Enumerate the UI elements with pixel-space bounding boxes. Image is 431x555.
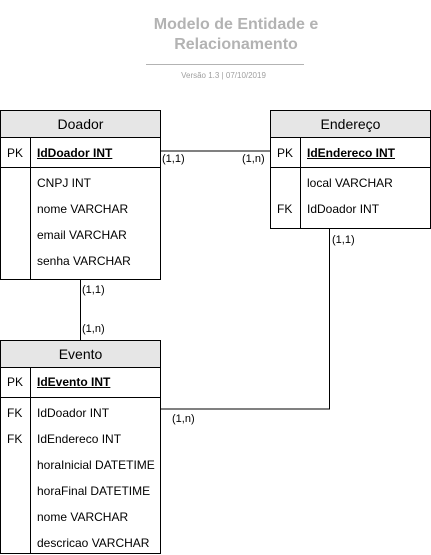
key-column — [1, 168, 31, 280]
pk-row: PK IdEvento INT — [1, 368, 160, 398]
attribute-list: FK IdDoador INT FK IdEndereco INT horaIn… — [1, 398, 160, 554]
attribute-field: horaFinal DATETIME — [37, 484, 151, 498]
fk-marker: FK — [7, 432, 23, 446]
pk-field: IdEvento INT — [37, 375, 111, 389]
attribute-field: descricao VARCHAR — [37, 536, 150, 550]
cardinality-label: (1,n) — [82, 323, 105, 335]
fk-marker: FK — [277, 202, 293, 216]
cardinality-label: (1,1) — [162, 153, 185, 165]
pk-field: IdDoador INT — [37, 146, 113, 160]
attribute-list: local VARCHAR FK IdDoador INT — [271, 168, 430, 229]
entity-doador[interactable]: Doador PK IdDoador INT CNPJ INT nome VAR… — [0, 110, 161, 280]
attribute-field: nome VARCHAR — [37, 202, 129, 216]
entity-header: Doador — [1, 111, 160, 138]
key-column — [271, 168, 301, 229]
attribute-field: horaInicial DATETIME — [37, 458, 155, 472]
pk-row: PK IdDoador INT — [1, 138, 160, 168]
attribute-list: CNPJ INT nome VARCHAR email VARCHAR senh… — [1, 168, 160, 280]
version-subtitle: Versão 1.3 | 07/10/2019 — [181, 71, 266, 80]
entity-header: Endereço — [271, 111, 430, 138]
pk-marker: PK — [7, 375, 24, 389]
fk-marker: FK — [7, 406, 23, 420]
attribute-field: email VARCHAR — [37, 228, 127, 242]
key-column — [1, 368, 31, 397]
attribute-field: nome VARCHAR — [37, 510, 129, 524]
cardinality-label: (1,1) — [82, 284, 105, 296]
pk-marker: PK — [277, 146, 294, 160]
title-divider — [146, 64, 304, 65]
attribute-field: IdDoador INT — [307, 202, 380, 216]
cardinality-label: (1,1) — [332, 234, 355, 246]
entity-evento[interactable]: Evento PK IdEvento INT FK IdDoador INT F… — [0, 340, 161, 554]
pk-marker: PK — [7, 146, 24, 160]
attribute-field: IdDoador INT — [37, 406, 110, 420]
diagram-title: Modelo de Entidade e Relacionamento — [153, 16, 319, 53]
attribute-field: IdEndereco INT — [37, 432, 122, 446]
key-column — [1, 398, 31, 554]
attribute-field: local VARCHAR — [307, 176, 393, 190]
cardinality-label: (1,n) — [242, 153, 265, 165]
key-column — [271, 138, 301, 167]
key-column — [1, 138, 31, 167]
pk-field: IdEndereco INT — [307, 146, 396, 160]
endereco-evento-line — [160, 229, 330, 410]
entity-header: Evento — [1, 341, 160, 368]
entity-endereco[interactable]: Endereço PK IdEndereco INT local VARCHAR… — [270, 110, 431, 229]
attribute-field: CNPJ INT — [37, 176, 91, 190]
attribute-field: senha VARCHAR — [37, 254, 131, 268]
cardinality-label: (1,n) — [172, 413, 195, 425]
pk-row: PK IdEndereco INT — [271, 138, 430, 168]
